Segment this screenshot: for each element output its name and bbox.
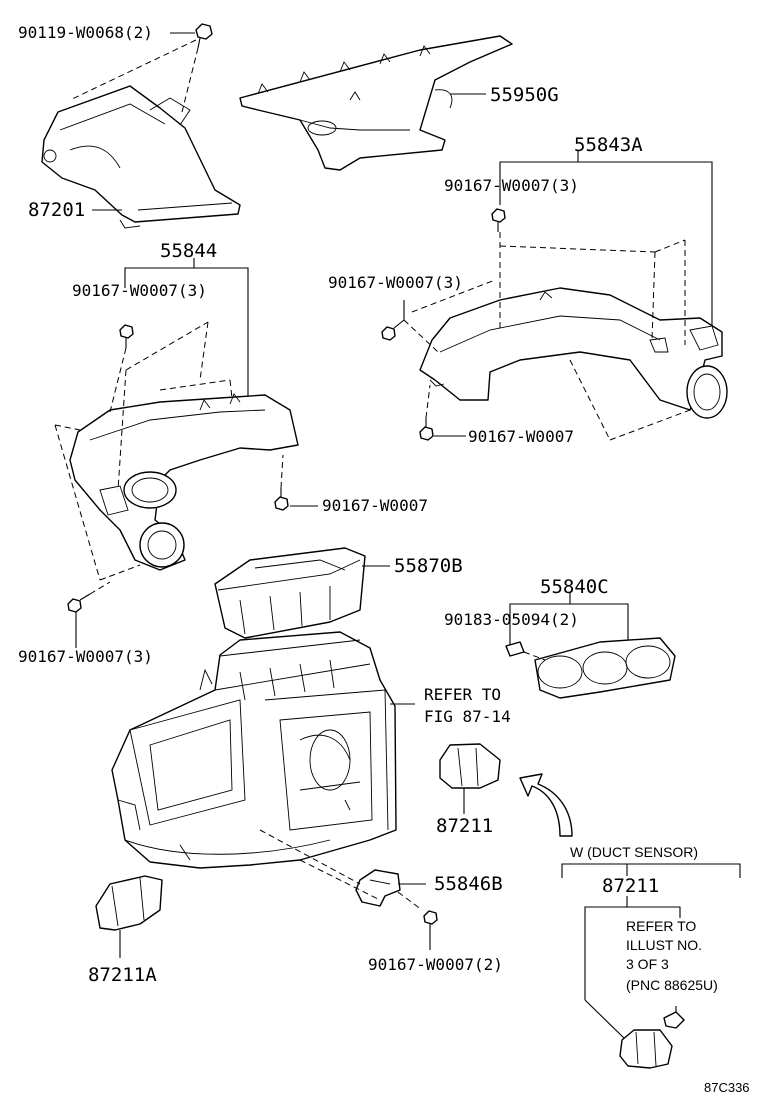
- label-87211A: 87211A: [88, 964, 157, 986]
- label-90183: 90183-05094(2): [444, 610, 579, 629]
- duct-55950G: [239, 35, 513, 171]
- sensor-87211: [439, 743, 501, 789]
- filter-cover-55870B: [214, 547, 366, 639]
- duct-55843A: [419, 287, 728, 419]
- inset-title: W (DUCT SENSOR): [570, 844, 699, 860]
- label-refer-2: FIG 87-14: [424, 707, 511, 726]
- inset-part-number: 87211: [602, 875, 660, 897]
- bolt-right-c: [419, 418, 434, 441]
- outlet-55840C: [534, 637, 676, 699]
- label-bolt-left-a: 90167-W0007(3): [72, 281, 207, 300]
- label-bolt-bottom: 90167-W0007(2): [368, 955, 503, 974]
- inset-sensor: [619, 1029, 673, 1069]
- label-55846B: 55846B: [434, 873, 503, 895]
- label-refer-1: REFER TO: [424, 685, 502, 704]
- inset-ref-line-4: (PNC 88625U): [626, 977, 718, 993]
- label-55843A: 55843A: [574, 134, 643, 156]
- label-55950G: 55950G: [490, 84, 559, 106]
- figure-code: 87C336: [704, 1080, 750, 1095]
- duct-55844: [69, 393, 299, 571]
- bolt-bottom: [423, 910, 438, 950]
- label-bolt-left-c: 90167-W0007(3): [18, 647, 153, 666]
- bracket-55846B: [355, 869, 401, 907]
- inset-ref-line-1: REFER TO: [626, 918, 697, 934]
- bolt-left-b: [274, 488, 289, 511]
- label-bolt-left-b: 90167-W0007: [322, 496, 428, 515]
- inset-frame: [561, 863, 741, 1041]
- label-55870B: 55870B: [394, 555, 463, 577]
- cover-87201: [41, 85, 241, 229]
- bolt-right-b: [381, 319, 405, 341]
- arrow-to-inset: [519, 773, 573, 837]
- inset-ref-line-2: ILLUST NO.: [626, 937, 702, 953]
- blower-unit: [111, 631, 397, 869]
- inset-ref-line-3: 3 OF 3: [626, 956, 669, 972]
- bolt-left-a: [119, 324, 134, 348]
- label-bolt-right-b: 90167-W0007(3): [328, 273, 463, 292]
- clip-90183: [505, 641, 525, 657]
- bolt-left-c: [67, 593, 91, 613]
- label-87211: 87211: [436, 815, 494, 837]
- label-87201: 87201: [28, 199, 86, 221]
- label-55840C: 55840C: [540, 576, 609, 598]
- label-55844: 55844: [160, 240, 218, 262]
- label-bolt-right-a: 90167-W0007(3): [444, 176, 579, 195]
- label-90119: 90119-W0068(2): [18, 23, 153, 42]
- sensor-87211A: [95, 875, 163, 931]
- inset-clip: [663, 1006, 685, 1029]
- label-bolt-right-c: 90167-W0007: [468, 427, 574, 446]
- bolt-right-a: [491, 208, 506, 232]
- bolt-90119: [170, 23, 213, 49]
